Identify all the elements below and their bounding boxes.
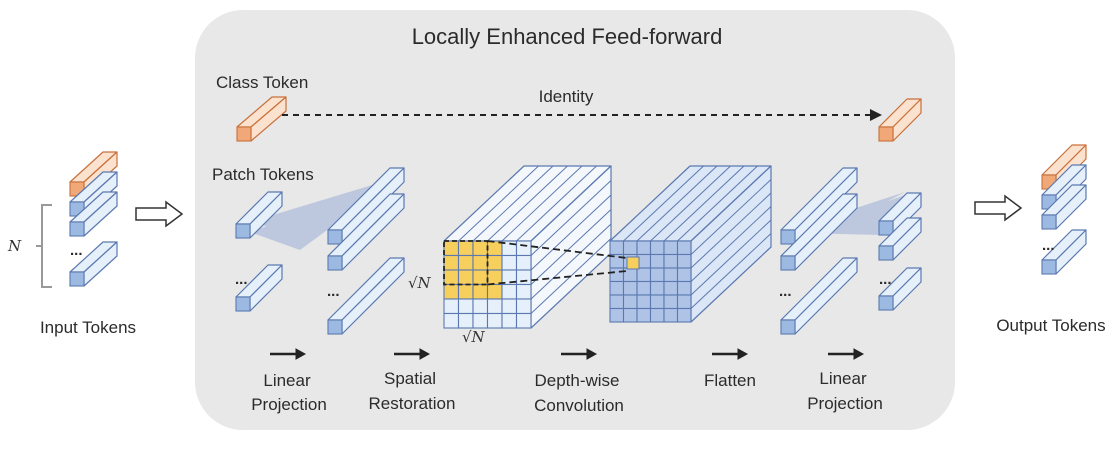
patch-token xyxy=(878,267,922,311)
step-label-line2: Restoration xyxy=(369,394,456,413)
token-layer xyxy=(69,96,1087,335)
dots-proj2-out: ... xyxy=(879,271,892,288)
patch-token xyxy=(235,191,283,239)
patch-token xyxy=(327,167,405,245)
step-labels: Linear Projection Spatial Restoration De… xyxy=(251,369,883,415)
identity-label: Identity xyxy=(539,87,594,106)
step-label-line2: Projection xyxy=(807,394,883,413)
conv-projection-line xyxy=(487,240,628,259)
patch-token xyxy=(780,193,858,271)
class-token xyxy=(878,98,922,142)
patch-token xyxy=(780,167,858,245)
dots-proj1-out: ... xyxy=(327,283,340,300)
dots-output: ... xyxy=(1042,237,1055,254)
dots-proj1: ... xyxy=(235,271,248,288)
input-arrow xyxy=(135,200,184,228)
conv-output-cell xyxy=(626,256,640,270)
sqrt-n-side-label: √N xyxy=(408,274,432,292)
patch-token xyxy=(327,257,405,335)
patch-token xyxy=(878,217,922,261)
step-label-line2: Projection xyxy=(251,395,327,414)
dots-input: ... xyxy=(70,242,83,259)
n-bracket xyxy=(36,204,52,288)
step-label-line1: Depth-wise xyxy=(534,371,619,390)
patch-token xyxy=(1041,184,1087,230)
output-arrow xyxy=(974,194,1023,222)
patch-token xyxy=(235,264,283,312)
patch-token xyxy=(69,241,118,287)
step-label-line1: Spatial xyxy=(384,369,436,388)
patch-token xyxy=(780,257,858,335)
patch-token xyxy=(1041,229,1087,275)
step-label-line1: Linear xyxy=(263,371,311,390)
input-tokens-label: Input Tokens xyxy=(40,318,136,337)
patch-token xyxy=(69,191,118,237)
patch-token xyxy=(327,193,405,271)
step-label-line1: Linear xyxy=(819,369,867,388)
step-label-line1: Flatten xyxy=(704,371,756,390)
panel-title: Locally Enhanced Feed-forward xyxy=(412,24,723,49)
n-label: N xyxy=(7,237,22,255)
identity-arrow xyxy=(282,109,882,121)
step-arrows xyxy=(270,348,865,360)
class-token-label: Class Token xyxy=(216,73,308,92)
sqrt-n-bottom-label: √N xyxy=(462,328,486,346)
class-token xyxy=(236,96,287,142)
output-tokens-label: Output Tokens xyxy=(996,316,1105,335)
dots-proj2: ... xyxy=(779,283,792,300)
step-label-line2: Convolution xyxy=(534,396,624,415)
conv-projection-line xyxy=(487,270,628,286)
patch-tokens-label: Patch Tokens xyxy=(212,165,314,184)
kernel-window xyxy=(443,240,489,286)
